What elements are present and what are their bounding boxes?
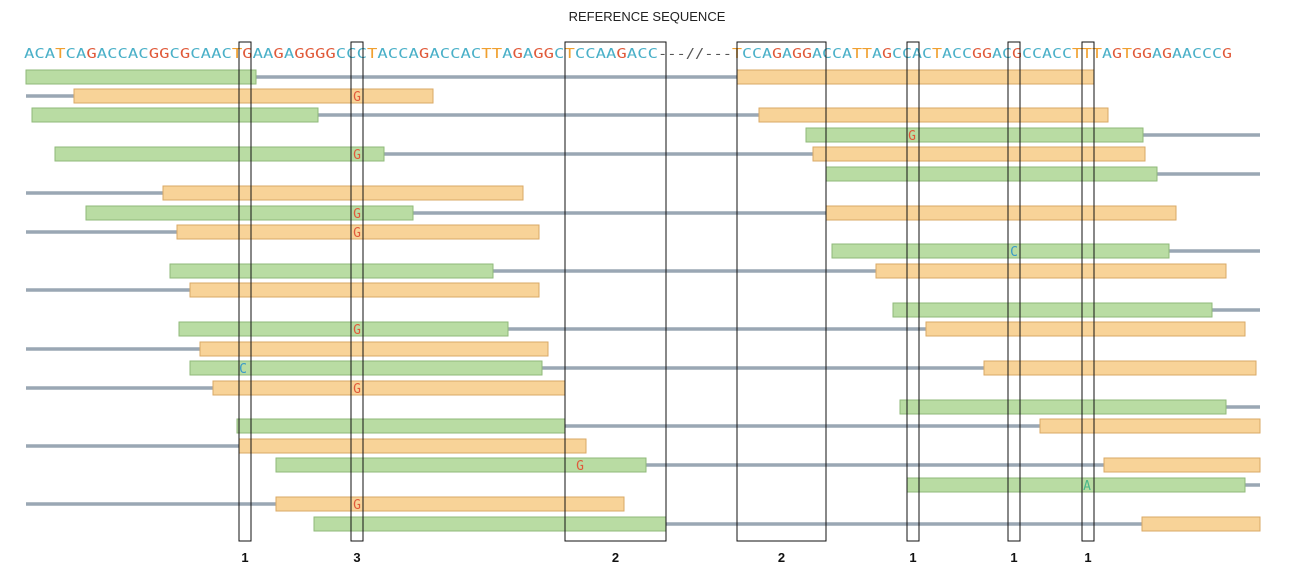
forward-read bbox=[899, 399, 1227, 415]
reverse-read bbox=[176, 224, 540, 240]
read-pair-row bbox=[169, 263, 1227, 279]
forward-read bbox=[831, 243, 1170, 259]
read-pair-row: G bbox=[26, 88, 434, 105]
variant-base-c: C bbox=[239, 362, 247, 377]
variant-column-box bbox=[1007, 41, 1021, 542]
forward-read bbox=[805, 127, 1144, 143]
read-pair-row bbox=[825, 166, 1260, 182]
variant-column-box bbox=[350, 41, 364, 542]
reverse-read bbox=[199, 341, 549, 357]
variant-base-g: G bbox=[353, 90, 361, 105]
read-pair-row: G bbox=[275, 457, 1261, 474]
read-pair-row: G bbox=[26, 496, 625, 513]
reverse-read bbox=[1141, 516, 1261, 532]
variant-count-labels: 1 3 2 2 1 1 1 bbox=[241, 550, 1091, 565]
variant-column-box bbox=[736, 41, 827, 542]
read-pair-row: G bbox=[26, 380, 566, 397]
variant-base-g: G bbox=[908, 129, 916, 144]
reverse-read bbox=[875, 263, 1227, 279]
forward-read bbox=[236, 418, 566, 434]
reverse-read bbox=[812, 146, 1146, 162]
variant-base-g: G bbox=[353, 323, 361, 338]
variant-column-box bbox=[238, 41, 252, 542]
read-pair-row bbox=[25, 69, 1095, 85]
read-pair-row: G bbox=[178, 321, 1246, 338]
forward-read bbox=[189, 360, 543, 376]
variant-count-label: 2 bbox=[778, 550, 785, 565]
variant-count-label: 1 bbox=[241, 550, 248, 565]
read-pair-row: C bbox=[831, 243, 1260, 260]
reference-sequence-gap: ---//--- bbox=[658, 46, 732, 62]
variant-columns bbox=[238, 41, 1095, 542]
forward-read bbox=[313, 516, 667, 532]
read-pair-row: G bbox=[805, 127, 1260, 144]
reverse-read bbox=[189, 282, 540, 298]
variant-base-c: C bbox=[1010, 245, 1018, 260]
forward-read bbox=[31, 107, 319, 123]
forward-read bbox=[906, 477, 1246, 493]
read-pair-row bbox=[899, 399, 1260, 415]
reverse-read bbox=[238, 438, 587, 454]
variant-count-label: 1 bbox=[909, 550, 916, 565]
reverse-read bbox=[73, 88, 434, 104]
forward-read bbox=[178, 321, 509, 337]
reverse-read bbox=[212, 380, 566, 396]
variant-count-label: 2 bbox=[612, 550, 619, 565]
read-pair-row bbox=[26, 438, 587, 454]
reverse-read bbox=[758, 107, 1109, 123]
variant-base-g: G bbox=[576, 459, 584, 474]
read-pair-row bbox=[26, 282, 540, 298]
variant-base-g: G bbox=[353, 382, 361, 397]
read-pair-row: G bbox=[26, 224, 540, 241]
read-pair-row: G bbox=[54, 146, 1146, 163]
variant-base-g: G bbox=[353, 498, 361, 513]
reverse-read bbox=[925, 321, 1246, 337]
read-pair-row: G bbox=[85, 205, 1177, 222]
forward-read bbox=[85, 205, 414, 221]
forward-read bbox=[169, 263, 494, 279]
variant-column-box bbox=[564, 41, 667, 542]
reverse-read bbox=[1039, 418, 1261, 434]
variant-count-label: 1 bbox=[1084, 550, 1091, 565]
read-pair-row: A bbox=[906, 477, 1260, 494]
read-pair-row: C bbox=[189, 360, 1257, 377]
variant-base-g: G bbox=[353, 207, 361, 222]
reverse-read bbox=[983, 360, 1257, 376]
forward-read bbox=[275, 457, 647, 473]
reverse-read bbox=[162, 185, 524, 201]
reverse-read bbox=[825, 205, 1177, 221]
reverse-read bbox=[1103, 457, 1261, 473]
variant-base-g: G bbox=[353, 148, 361, 163]
variant-count-label: 1 bbox=[1010, 550, 1017, 565]
reverse-read bbox=[275, 496, 625, 512]
variant-column-box bbox=[906, 41, 920, 542]
variant-column-box bbox=[1081, 41, 1095, 542]
read-pair-row bbox=[26, 341, 549, 357]
diagram-title: REFERENCE SEQUENCE bbox=[569, 9, 726, 24]
variant-base-a: A bbox=[1083, 479, 1091, 494]
read-pair-row bbox=[31, 107, 1109, 123]
reverse-read bbox=[736, 69, 1095, 85]
forward-read bbox=[25, 69, 257, 85]
variant-base-g: G bbox=[353, 226, 361, 241]
read-pair-row bbox=[313, 516, 1261, 532]
forward-read bbox=[54, 146, 385, 162]
read-pair-row bbox=[236, 418, 1261, 434]
forward-read bbox=[825, 166, 1158, 182]
read-pair-row bbox=[892, 302, 1260, 318]
variant-count-label: 3 bbox=[353, 550, 360, 565]
forward-read bbox=[892, 302, 1213, 318]
read-pair-row bbox=[26, 185, 524, 201]
